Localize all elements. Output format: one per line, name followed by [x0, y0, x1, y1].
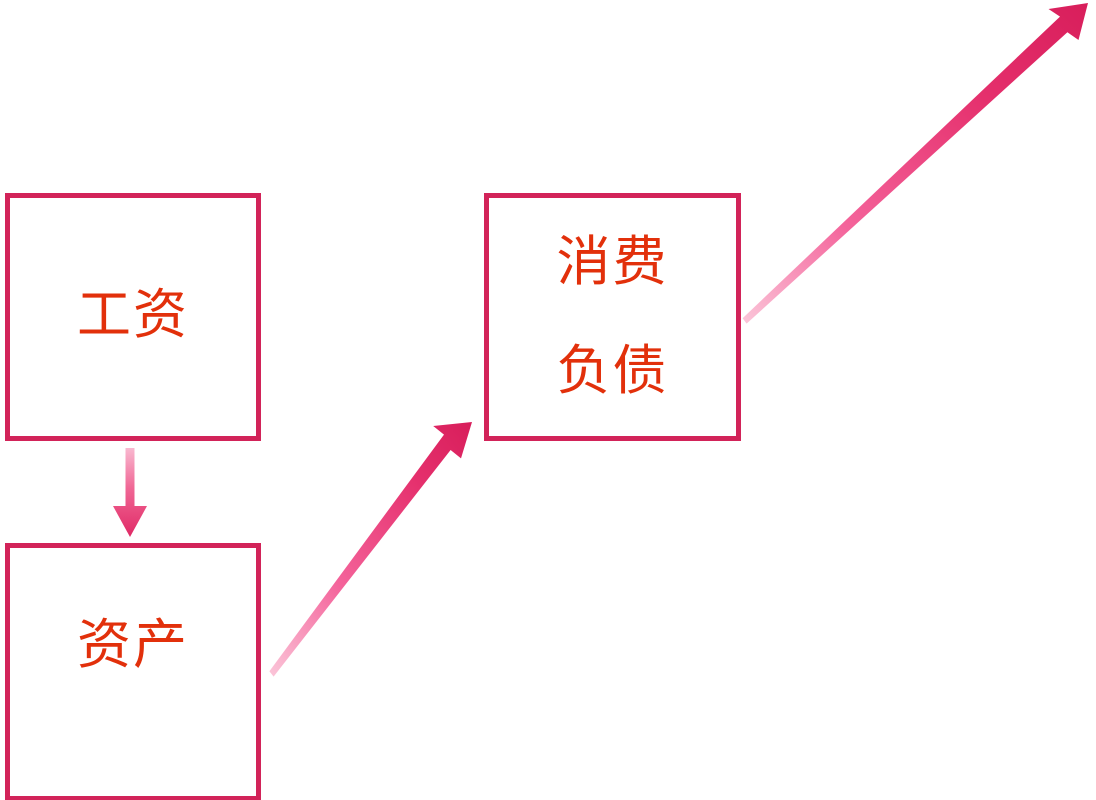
node-box-wages[interactable]: 工资 [5, 193, 261, 441]
node-box-consumption-debt[interactable]: 消费 负债 [484, 193, 741, 441]
arrow-consumption-growth [742, 3, 1088, 324]
node-label-wages: 工资 [77, 284, 189, 345]
arrow-wages-to-assets [113, 448, 147, 537]
node-label-assets: 资产 [77, 614, 189, 675]
node-label-consumption: 消费 [556, 232, 669, 293]
node-box-assets[interactable]: 资产 [5, 543, 261, 800]
arrow-assets-to-consumption [269, 422, 472, 677]
node-label-debt: 负债 [556, 341, 669, 401]
